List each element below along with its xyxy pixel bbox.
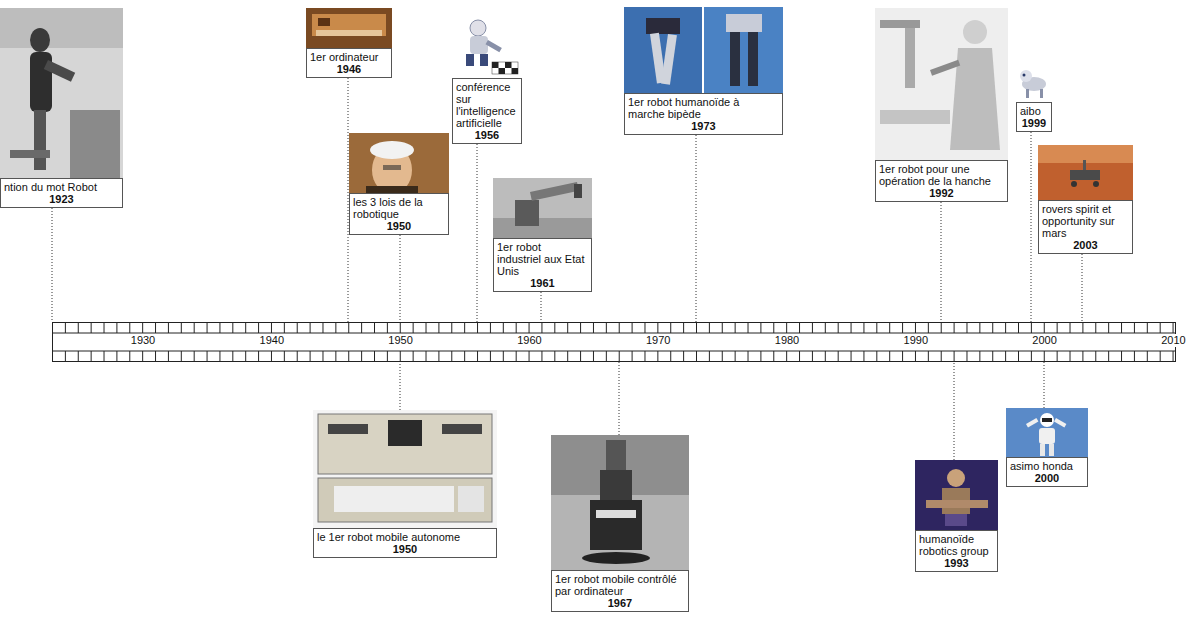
timeline-event: 1er robot mobile contrôlé par ordinateur… bbox=[551, 435, 689, 612]
timeline-event: les 3 lois de la robotique1950 bbox=[349, 133, 449, 235]
leader-line bbox=[400, 362, 401, 410]
event-caption: conférence sur l'intelligence artificiel… bbox=[456, 81, 518, 129]
event-year: 1967 bbox=[555, 597, 685, 609]
event-caption: asimo honda bbox=[1010, 460, 1084, 472]
event-caption: 1er ordinateur bbox=[310, 51, 388, 63]
caption-box: 1er robot mobile contrôlé par ordinateur… bbox=[551, 570, 689, 612]
event-year: 2003 bbox=[1042, 239, 1129, 251]
event-year: 1992 bbox=[879, 187, 1004, 199]
event-caption: les 3 lois de la robotique bbox=[353, 196, 445, 220]
caption-box: rovers spirit et opportunity sur mars200… bbox=[1038, 200, 1133, 254]
event-year: 1956 bbox=[456, 129, 518, 141]
event-caption: ntion du mot Robot bbox=[4, 181, 119, 193]
caption-box: le 1er robot mobile autonome1950 bbox=[313, 528, 497, 558]
timeline-event: le 1er robot mobile autonome1950 bbox=[313, 410, 497, 558]
timeline-event: 1er robot pour une opération de la hanch… bbox=[875, 8, 1008, 202]
leader-line bbox=[1082, 254, 1083, 322]
event-caption: 1er robot mobile contrôlé par ordinateur bbox=[555, 573, 685, 597]
caption-box: ntion du mot Robot1923 bbox=[0, 178, 123, 208]
year-label: 1940 bbox=[259, 334, 285, 347]
timeline-event: asimo honda2000 bbox=[1006, 408, 1088, 487]
year-label: 1980 bbox=[774, 334, 800, 347]
timeline-axis: 193019401950196019701980199020002010 bbox=[52, 322, 1176, 362]
leader-line bbox=[954, 362, 955, 460]
event-year: 2000 bbox=[1010, 472, 1084, 484]
leader-line bbox=[1031, 132, 1032, 322]
leader-line bbox=[52, 208, 53, 322]
event-caption: humanoïde robotics group bbox=[919, 533, 994, 557]
timeline-event: conférence sur l'intelligence artificiel… bbox=[452, 18, 522, 144]
event-year: 1999 bbox=[1020, 117, 1048, 129]
leader-line bbox=[1044, 362, 1045, 408]
caption-box: humanoïde robotics group1993 bbox=[915, 530, 998, 572]
leader-line bbox=[477, 144, 478, 322]
photo-1950-mobile bbox=[313, 410, 497, 528]
caption-box: les 3 lois de la robotique1950 bbox=[349, 193, 449, 235]
event-caption: le 1er robot mobile autonome bbox=[317, 531, 493, 543]
timeline-event: humanoïde robotics group1993 bbox=[915, 460, 998, 572]
photo-2003 bbox=[1038, 145, 1133, 200]
photo-1961 bbox=[493, 178, 592, 238]
caption-box: conférence sur l'intelligence artificiel… bbox=[452, 78, 522, 144]
caption-box: 1er robot industriel aux Etat Unis1961 bbox=[493, 238, 592, 292]
caption-box: 1er robot pour une opération de la hanch… bbox=[875, 160, 1008, 202]
ruler-ticks bbox=[52, 322, 1176, 362]
photo-2000 bbox=[1006, 408, 1088, 457]
timeline-event: 1er ordinateur1946 bbox=[306, 8, 392, 78]
timeline-event: ntion du mot Robot1923 bbox=[0, 8, 123, 208]
photo-1993 bbox=[915, 460, 998, 530]
year-label: 2000 bbox=[1031, 334, 1057, 347]
event-year: 1961 bbox=[497, 277, 588, 289]
caption-box: asimo honda2000 bbox=[1006, 457, 1088, 487]
year-label: 1970 bbox=[645, 334, 671, 347]
event-caption: 1er robot industriel aux Etat Unis bbox=[497, 241, 588, 277]
year-label: 1950 bbox=[387, 334, 413, 347]
leader-line bbox=[941, 202, 942, 322]
photo-1946 bbox=[306, 8, 392, 48]
photo-1992 bbox=[875, 8, 1008, 160]
event-year: 1993 bbox=[919, 557, 994, 569]
photo-1950 bbox=[349, 133, 449, 194]
event-year: 1950 bbox=[353, 220, 445, 232]
event-caption: 1er robot pour une opération de la hanch… bbox=[879, 163, 1004, 187]
leader-line bbox=[696, 135, 697, 322]
year-label: 1960 bbox=[516, 334, 542, 347]
leader-line bbox=[400, 235, 401, 322]
leader-line bbox=[619, 362, 620, 435]
year-label: 1990 bbox=[903, 334, 929, 347]
timeline-event: 1er robot humanoïde à marche bipède1973 bbox=[624, 7, 783, 135]
photo-1973 bbox=[624, 7, 783, 93]
caption-box: 1er ordinateur1946 bbox=[306, 48, 392, 78]
event-year: 1973 bbox=[628, 120, 779, 132]
leader-line bbox=[541, 292, 542, 322]
event-caption: aibo bbox=[1020, 105, 1048, 117]
photo-1923 bbox=[0, 8, 123, 178]
caption-box: aibo1999 bbox=[1016, 102, 1052, 132]
year-label: 2010 bbox=[1160, 334, 1186, 347]
photo-1967 bbox=[551, 435, 689, 570]
timeline-event: rovers spirit et opportunity sur mars200… bbox=[1038, 145, 1133, 254]
event-caption: rovers spirit et opportunity sur mars bbox=[1042, 203, 1129, 239]
event-year: 1946 bbox=[310, 63, 388, 75]
timeline-event: 1er robot industriel aux Etat Unis1961 bbox=[493, 178, 592, 292]
year-label: 1930 bbox=[130, 334, 156, 347]
event-caption: 1er robot humanoïde à marche bipède bbox=[628, 96, 779, 120]
caption-box: 1er robot humanoïde à marche bipède1973 bbox=[624, 93, 783, 135]
photo-1999 bbox=[1016, 68, 1052, 102]
timeline-event: aibo1999 bbox=[1016, 68, 1052, 132]
event-year: 1950 bbox=[317, 543, 493, 555]
event-year: 1923 bbox=[4, 193, 119, 205]
photo-1956 bbox=[452, 18, 522, 78]
